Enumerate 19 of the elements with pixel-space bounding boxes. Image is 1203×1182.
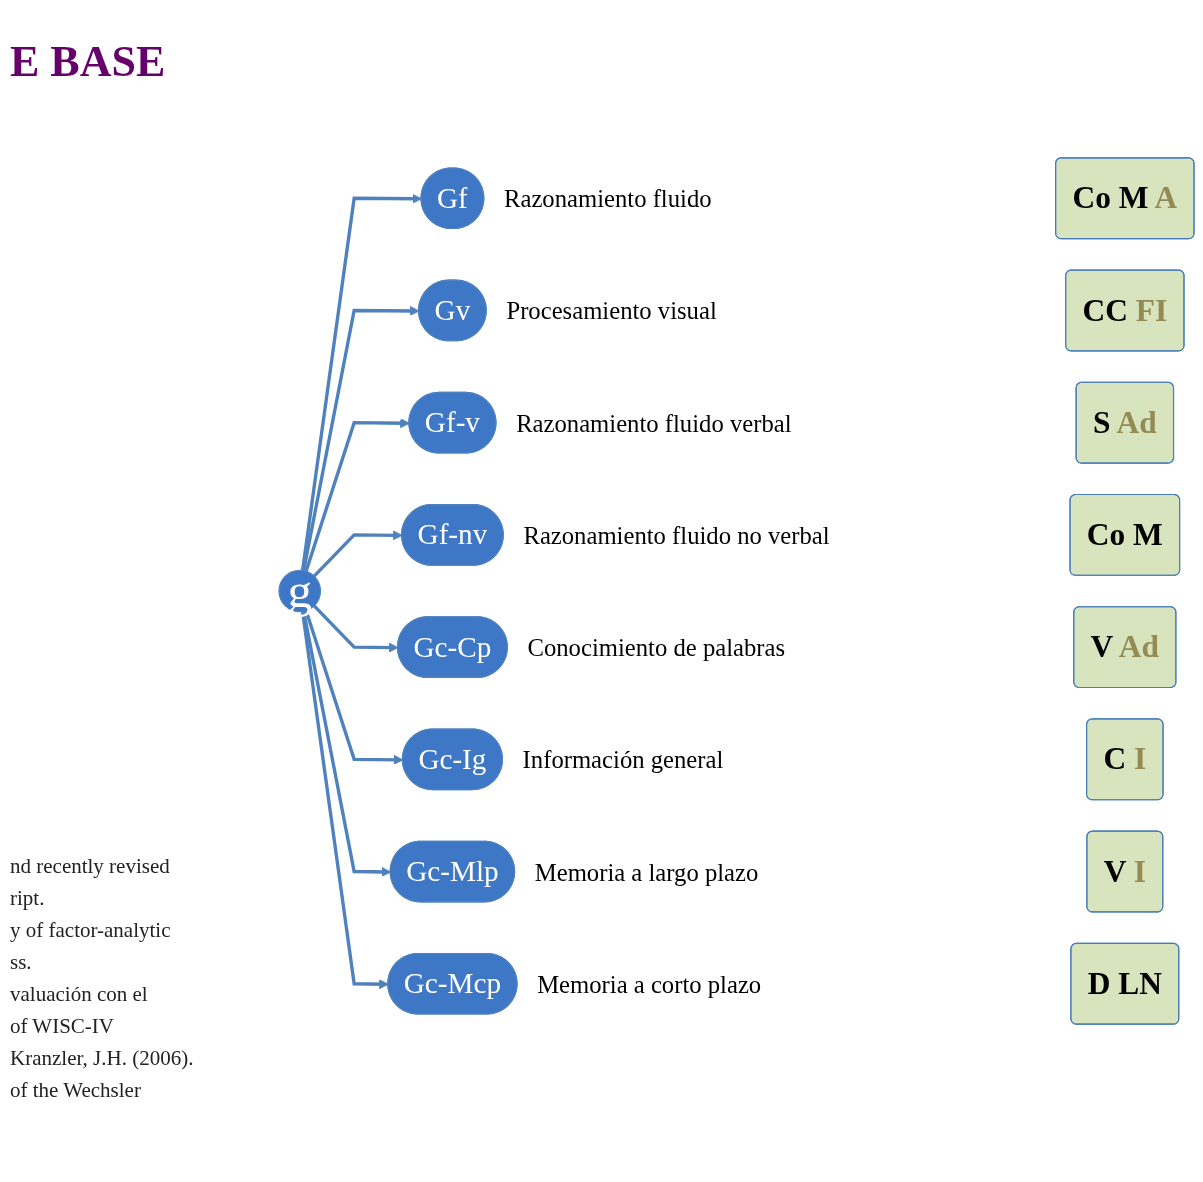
reference-text: of WISC-IV	[10, 1013, 115, 1040]
factor-description: Procesamiento visual	[506, 297, 717, 325]
reference-text: Kranzler, J.H. (2006).	[10, 1045, 195, 1072]
reference-text: nd recently revised	[10, 853, 171, 880]
factor-description: Razonamiento fluido verbal	[516, 409, 792, 437]
arrow	[304, 418, 410, 572]
reference-text: ss.	[10, 949, 33, 976]
factor-description: Información general	[522, 746, 724, 774]
factor-description: Memoria a corto plazo	[537, 970, 762, 998]
reference-text: ript.	[10, 885, 46, 912]
title: E BASE	[10, 36, 166, 87]
factor-description: Razonamiento fluido no verbal	[523, 521, 830, 549]
reference-text: of the Wechsler	[10, 1077, 142, 1104]
factor-description: Conocimiento de palabras	[527, 634, 786, 662]
reference-text: valuación con el	[10, 981, 149, 1008]
factor-description: Memoria a largo plazo	[534, 858, 759, 886]
reference-text: y of factor-analytic	[10, 917, 172, 944]
arrow	[300, 611, 389, 990]
factor-description: Razonamiento fluido	[504, 185, 712, 213]
